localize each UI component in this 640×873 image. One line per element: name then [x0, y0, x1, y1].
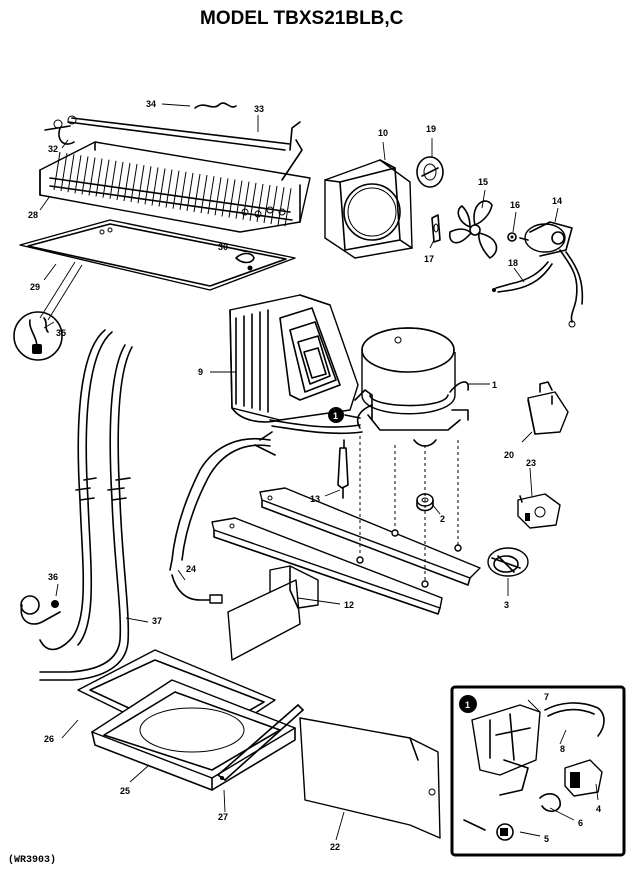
overload-relay	[527, 381, 569, 435]
condenser-fin	[186, 172, 194, 211]
callout-3: 3	[504, 600, 509, 610]
callout-2: 2	[440, 514, 445, 524]
callout-32: 32	[48, 144, 58, 154]
callout-labels: 1 2 3 4 5 6 7 8 9 10 12 13 14 15 16 17 1…	[28, 99, 601, 852]
condenser-fin	[74, 155, 82, 194]
callout-6: 6	[578, 818, 583, 828]
leader-lines	[39, 103, 599, 841]
callout-1: 1	[492, 380, 497, 390]
condenser-tray	[19, 219, 296, 291]
callout-36: 36	[48, 572, 58, 582]
callout-35: 35	[56, 328, 66, 338]
svg-text:1: 1	[465, 700, 470, 710]
power-cord	[169, 431, 276, 604]
drain-tubes	[39, 329, 133, 681]
callout-22: 22	[330, 842, 340, 852]
drain-tube-detail	[13, 261, 83, 361]
callout-17: 17	[424, 254, 434, 264]
condenser-fin	[284, 188, 292, 227]
callout-28: 28	[28, 210, 38, 220]
condenser-fin	[179, 171, 187, 210]
callout-23: 23	[526, 458, 536, 468]
cover-panel	[299, 717, 441, 839]
callout-26: 26	[44, 734, 54, 744]
callout-20: 20	[504, 450, 514, 460]
condenser-fin	[172, 170, 180, 209]
callout-27: 27	[218, 812, 228, 822]
compressor-clip	[487, 547, 529, 577]
condenser-coil	[39, 141, 311, 233]
condenser-fin	[144, 166, 152, 205]
condenser-fin	[88, 157, 96, 196]
callout-24: 24	[186, 564, 196, 574]
condenser-fin	[53, 151, 61, 191]
callout-4: 4	[596, 804, 601, 814]
model-title: MODEL TBXS21BLB,C	[200, 8, 404, 29]
condenser-fin	[158, 168, 166, 207]
svg-text:1: 1	[333, 411, 338, 421]
start-relay-inset: 1	[450, 685, 626, 857]
callout-15: 15	[478, 177, 488, 187]
callout-25: 25	[120, 786, 130, 796]
callout-12: 12	[344, 600, 354, 610]
condenser-fin	[95, 158, 103, 197]
condenser-fin	[137, 165, 145, 204]
condenser-fin	[123, 162, 131, 202]
condenser-fin	[165, 169, 173, 208]
compressor	[269, 327, 470, 447]
callout-34: 34	[146, 99, 156, 109]
condenser-fin	[130, 164, 138, 203]
callout-13: 13	[310, 494, 320, 504]
condenser-fin	[151, 167, 159, 206]
motor-harness	[492, 261, 553, 293]
callout-37: 37	[152, 616, 162, 626]
condenser-fin	[102, 159, 110, 198]
condenser-loop	[229, 294, 359, 423]
callout-16: 16	[510, 200, 520, 210]
condenser-fin	[109, 160, 117, 199]
fan-motor	[519, 221, 584, 328]
assembly-guides	[356, 436, 462, 588]
callout-5: 5	[544, 834, 549, 844]
capillary-tube	[337, 439, 349, 499]
callout-9: 9	[198, 367, 203, 377]
bracket-17	[431, 214, 441, 243]
drain-rail	[217, 704, 304, 781]
condenser-fin	[116, 161, 124, 200]
drain-fitting	[20, 595, 61, 625]
callout-30: 30	[218, 242, 228, 252]
condenser-rods	[44, 102, 303, 181]
fan-shroud	[324, 159, 413, 259]
callout-10: 10	[378, 128, 388, 138]
fan-blade	[448, 200, 498, 259]
condenser-fin	[60, 153, 68, 192]
callout-14: 14	[552, 196, 562, 206]
callout-33: 33	[254, 104, 264, 114]
callout-19: 19	[426, 124, 436, 134]
callout-18: 18	[508, 258, 518, 268]
callout-7: 7	[544, 692, 549, 702]
washer-16	[507, 232, 517, 242]
callout-29: 29	[30, 282, 40, 292]
compressor-inset-marker: 1	[328, 407, 361, 423]
drain-pan	[77, 649, 296, 791]
start-relay	[517, 493, 561, 529]
grommet	[416, 156, 444, 188]
mounting-grommet	[416, 493, 434, 512]
footer-code: (WR3903)	[8, 854, 56, 866]
condenser-fin	[67, 154, 75, 193]
condenser-fin	[81, 156, 89, 195]
callout-8: 8	[560, 744, 565, 754]
